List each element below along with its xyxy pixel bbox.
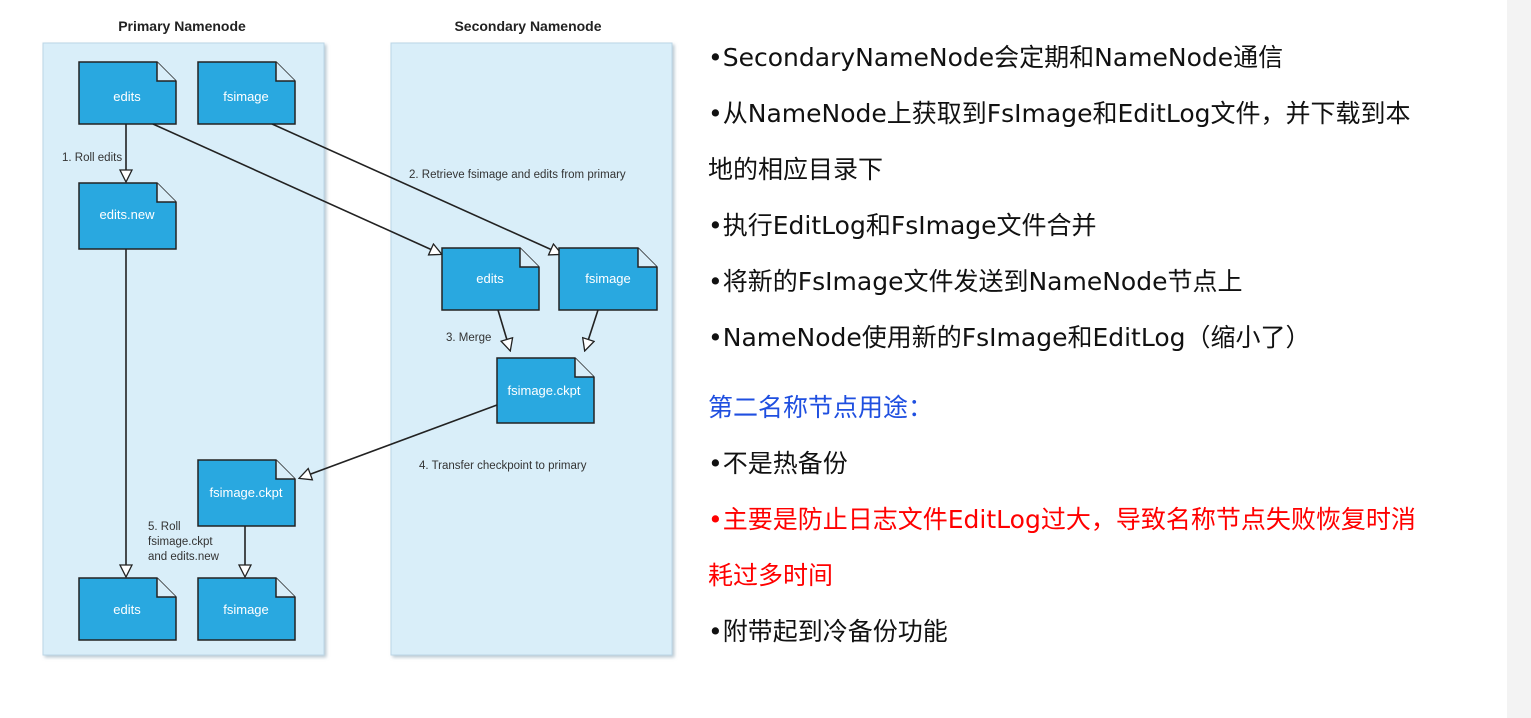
arrow-retrieve-edits [152,123,441,254]
step-5-label-line1: 5. Roll [148,521,181,533]
explanation-panel: •SecondaryNameNode会定期和NameNode通信 •从NameN… [708,30,1498,660]
step-5-label-line3: and edits.new [148,551,220,563]
usage-item-prevent-large-editlog: •主要是防止日志文件EditLog过大，导致名称节点失败恢复时消耗过多时间 [708,505,1416,590]
primary-namenode-title: Primary Namenode [118,18,246,34]
doc-primary-edits-final: edits [78,577,177,641]
doc-label: edits [476,271,504,286]
doc-label: fsimage [223,89,269,104]
arrow-merge-fsimage [585,309,599,350]
primary-namenode-panel [42,42,325,656]
doc-label: edits [113,602,141,617]
doc-label: fsimage.ckpt [508,383,581,398]
bullet-fetch-fsimage-editlog: •从NameNode上获取到FsImage和EditLog文件，并下载到本地的相… [708,99,1411,184]
arrow-merge-edits [497,309,510,350]
step-2-label: 2. Retrieve fsimage and edits from prima… [409,169,626,181]
bullet-merge: •执行EditLog和FsImage文件合并 [708,211,1097,240]
step-3-label: 3. Merge [446,332,491,344]
doc-label: edits.new [100,207,156,222]
doc-label: edits [113,89,141,104]
step-4-label: 4. Transfer checkpoint to primary [419,460,587,472]
usage-heading: 第二名称节点用途： [708,393,934,422]
doc-secondary-edits: edits [441,247,540,311]
namenode-checkpoint-diagram: Primary Namenode Secondary Namenode edit… [42,18,673,656]
step-1-label: 1. Roll edits [62,152,122,164]
doc-label: fsimage [223,602,269,617]
doc-secondary-fsimage: fsimage [558,247,658,311]
right-edge-strip [1507,0,1531,718]
bullet-namenode-uses-new: •NameNode使用新的FsImage和EditLog（缩小了） [708,323,1311,352]
doc-primary-fsimage-ckpt: fsimage.ckpt [197,459,296,527]
doc-label: fsimage [585,271,631,286]
bullet-periodic-communication: •SecondaryNameNode会定期和NameNode通信 [708,43,1284,72]
doc-primary-edits: edits [78,61,177,125]
doc-primary-edits-new: edits.new [78,182,177,250]
secondary-namenode-title: Secondary Namenode [454,18,601,34]
doc-primary-fsimage-final: fsimage [197,577,296,641]
usage-item-not-hot-backup: •不是热备份 [708,449,848,478]
doc-primary-fsimage: fsimage [197,61,296,125]
secondary-namenode-panel [390,42,673,656]
usage-item-cold-backup: •附带起到冷备份功能 [708,617,948,646]
arrow-retrieve-fsimage [271,123,561,254]
arrow-transfer-checkpoint [300,404,498,478]
doc-secondary-fsimage-ckpt: fsimage.ckpt [496,357,595,424]
doc-label: fsimage.ckpt [210,485,283,500]
step-5-label-line2: fsimage.ckpt [148,536,213,548]
bullet-send-fsimage: •将新的FsImage文件发送到NameNode节点上 [708,267,1243,296]
